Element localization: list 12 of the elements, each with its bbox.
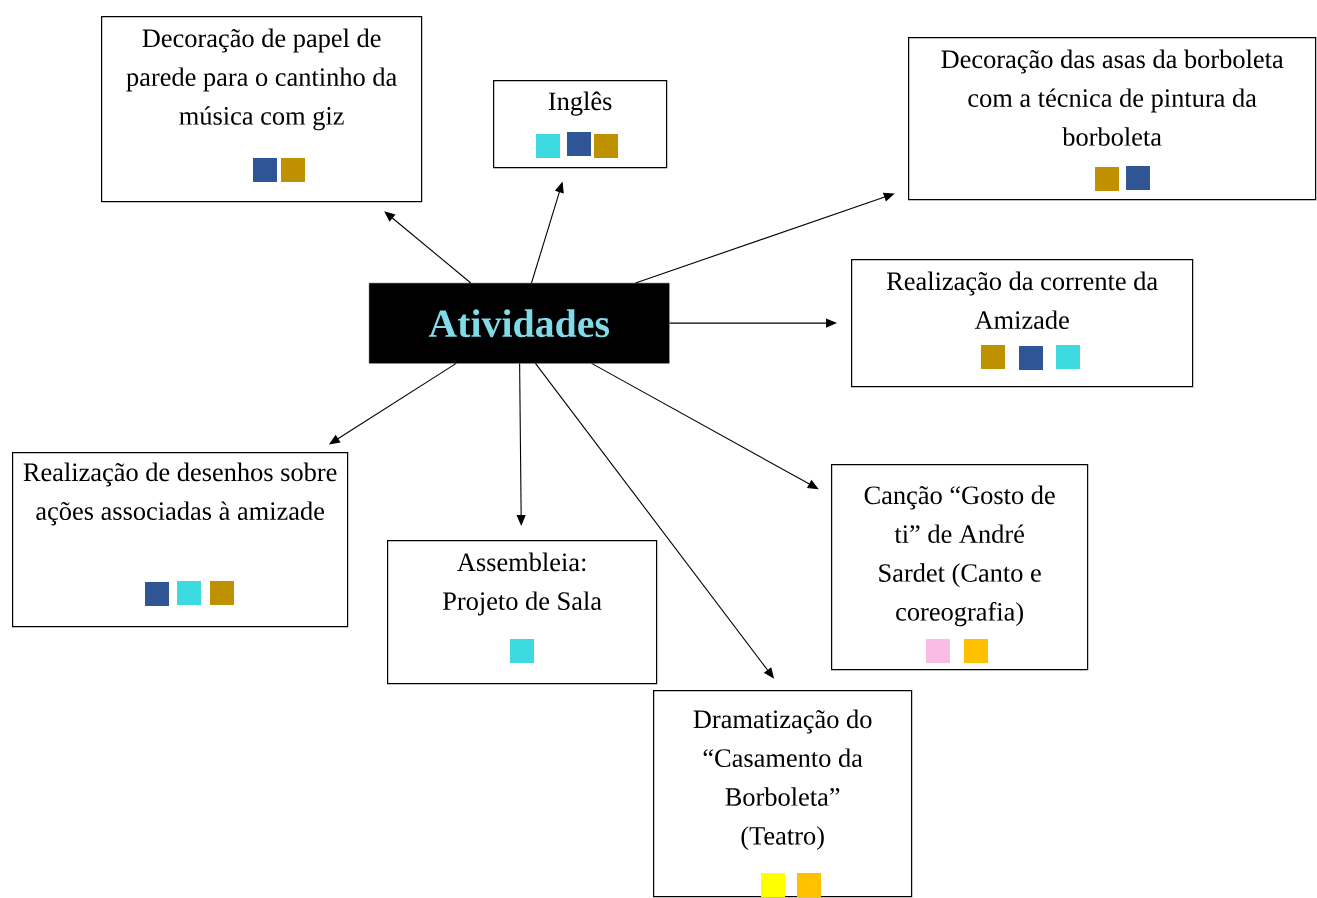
activity-box: Realização da corrente da Amizade (851, 258, 1194, 388)
arrow (516, 362, 526, 526)
activity-box: Decoração de papel de parede para o cantinho da música com giz (101, 15, 423, 203)
activity-box: Assembleia: Projeto de Sala (387, 540, 658, 685)
arrow (384, 211, 472, 284)
activity-box: Realização de desenhos sobre ações associadas à amizade (12, 452, 349, 628)
activity-box: Canção “Gosto de ti” de André Sardet (Canto e coreografia) (831, 464, 1089, 671)
activity-box: Decoração das asas da borboleta com a técnica de pintura da borboleta (908, 37, 1317, 201)
arrow (591, 362, 819, 490)
arrow (668, 318, 837, 328)
activity-box: Dramatização do “Casamento da Borboleta” (Teatro) (653, 690, 913, 898)
center-box: Atividades (369, 283, 670, 364)
